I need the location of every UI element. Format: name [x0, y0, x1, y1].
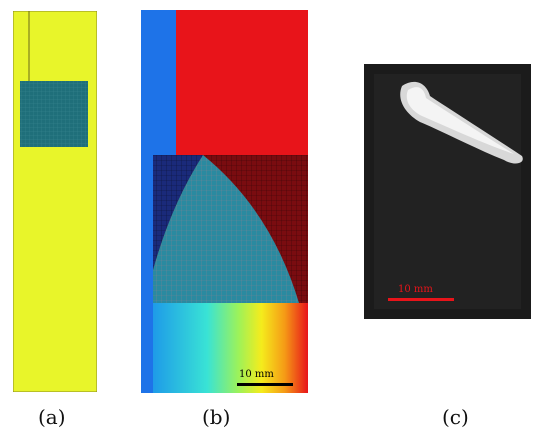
caption-b: (b): [202, 405, 231, 429]
panel-b-light-mesh: [153, 155, 299, 303]
panel-c-scalebar: [388, 298, 454, 301]
panel-a-yellow-column: [13, 11, 97, 392]
panel-b-bottom-gradient: [153, 303, 308, 393]
panel-a-figure: [13, 11, 97, 392]
panel-b-scale-label: 10 mm: [239, 369, 274, 380]
panel-b-figure: 10 mm: [141, 10, 308, 393]
caption-c: (c): [442, 405, 469, 429]
panel-b-scalebar: [237, 383, 293, 386]
panel-a-mesh: [20, 81, 88, 147]
panel-c-figure: 10 mm: [364, 64, 531, 319]
caption-a: (a): [38, 405, 66, 429]
panel-c-scale-label: 10 mm: [398, 284, 433, 295]
panel-c-streak-core: [406, 87, 514, 154]
